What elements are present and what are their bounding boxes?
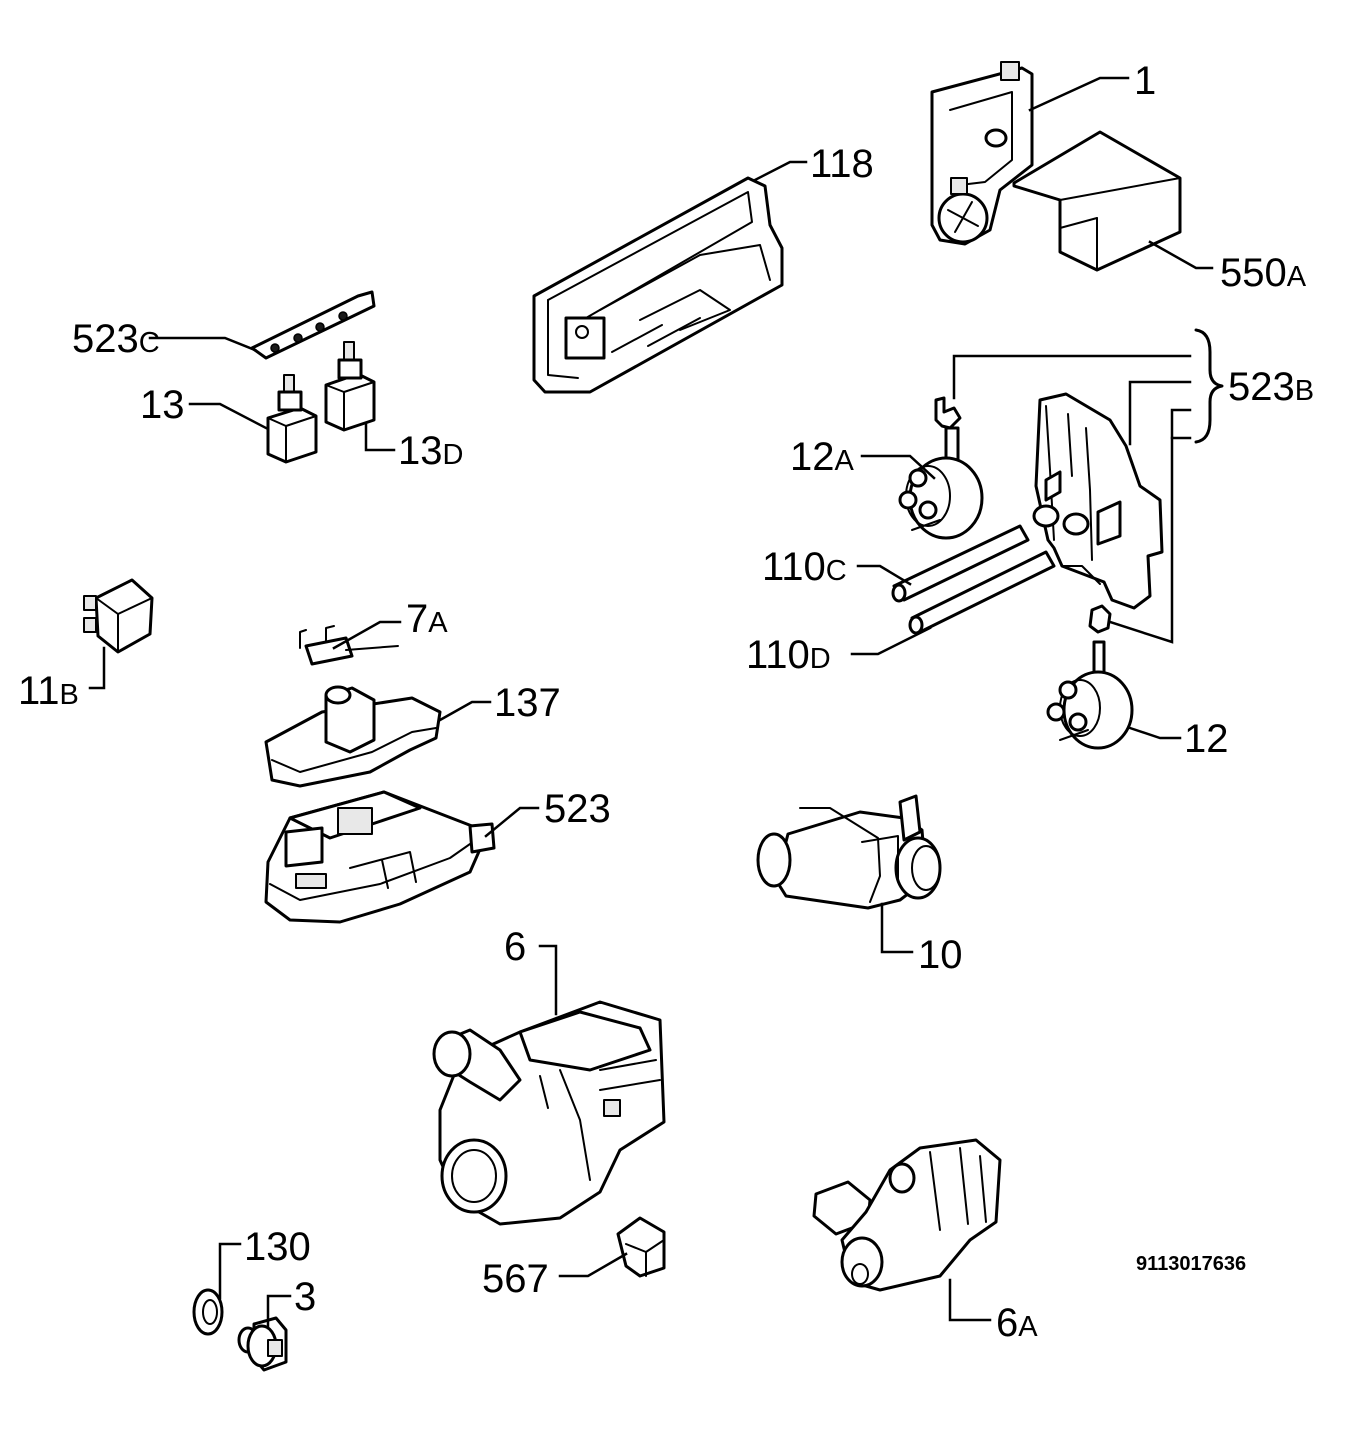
callout-3: 3 — [294, 1275, 316, 1319]
callout-labels: 1 118 550A 523C 523B 13 13D 12A 110C 110… — [18, 59, 1314, 1345]
part-110c-hose — [891, 524, 1030, 603]
callout-110d: 110D — [746, 633, 831, 677]
callout-118: 118 — [810, 142, 874, 186]
callout-10: 10 — [918, 933, 963, 977]
callout-7a: 7A — [406, 597, 448, 641]
part-110d-hose — [908, 550, 1056, 635]
part-3-plug — [237, 1316, 288, 1372]
part-137-float — [264, 685, 442, 788]
part-12a-pressure-switch — [898, 396, 984, 540]
callout-1: 1 — [1134, 59, 1156, 103]
callout-523: 523 — [544, 787, 611, 831]
part-523-base — [264, 790, 496, 924]
part-6-pump — [432, 1000, 666, 1226]
part-11b-relay — [83, 578, 154, 654]
callout-523b: 523B — [1228, 365, 1314, 409]
part-6a-drain-pump — [812, 1138, 1002, 1292]
callout-523c: 523C — [72, 317, 160, 361]
callout-550a: 550A — [1220, 251, 1307, 295]
part-567-clip — [616, 1216, 666, 1278]
part-13d-capacitor — [324, 341, 376, 432]
callout-110c: 110C — [762, 545, 847, 589]
callout-12a: 12A — [790, 435, 855, 479]
part-10-heater — [756, 794, 942, 910]
part-118-panel — [532, 176, 784, 394]
part-12-pressure-switch — [1046, 604, 1134, 750]
callout-130: 130 — [244, 1225, 311, 1269]
part-523b-frame — [1032, 392, 1164, 610]
part-7a-switch — [299, 625, 399, 666]
part-523c-strip — [250, 290, 376, 360]
callout-567: 567 — [482, 1257, 549, 1301]
part-130-seal — [192, 1288, 224, 1336]
leader-lines — [88, 76, 1214, 1330]
callout-13: 13 — [140, 383, 185, 427]
callout-6a: 6A — [996, 1301, 1038, 1345]
callout-6: 6 — [504, 925, 526, 969]
callout-13d: 13D — [398, 429, 463, 473]
callout-11b: 11B — [18, 669, 79, 713]
callout-137: 137 — [494, 681, 561, 725]
brace-523b — [1194, 328, 1224, 444]
callout-12: 12 — [1184, 717, 1229, 761]
part-13-capacitor — [266, 374, 318, 464]
drawing-number: 9113017636 — [1136, 1253, 1246, 1275]
part-550a-cover — [1012, 130, 1182, 272]
part-1-timer — [930, 61, 1034, 246]
